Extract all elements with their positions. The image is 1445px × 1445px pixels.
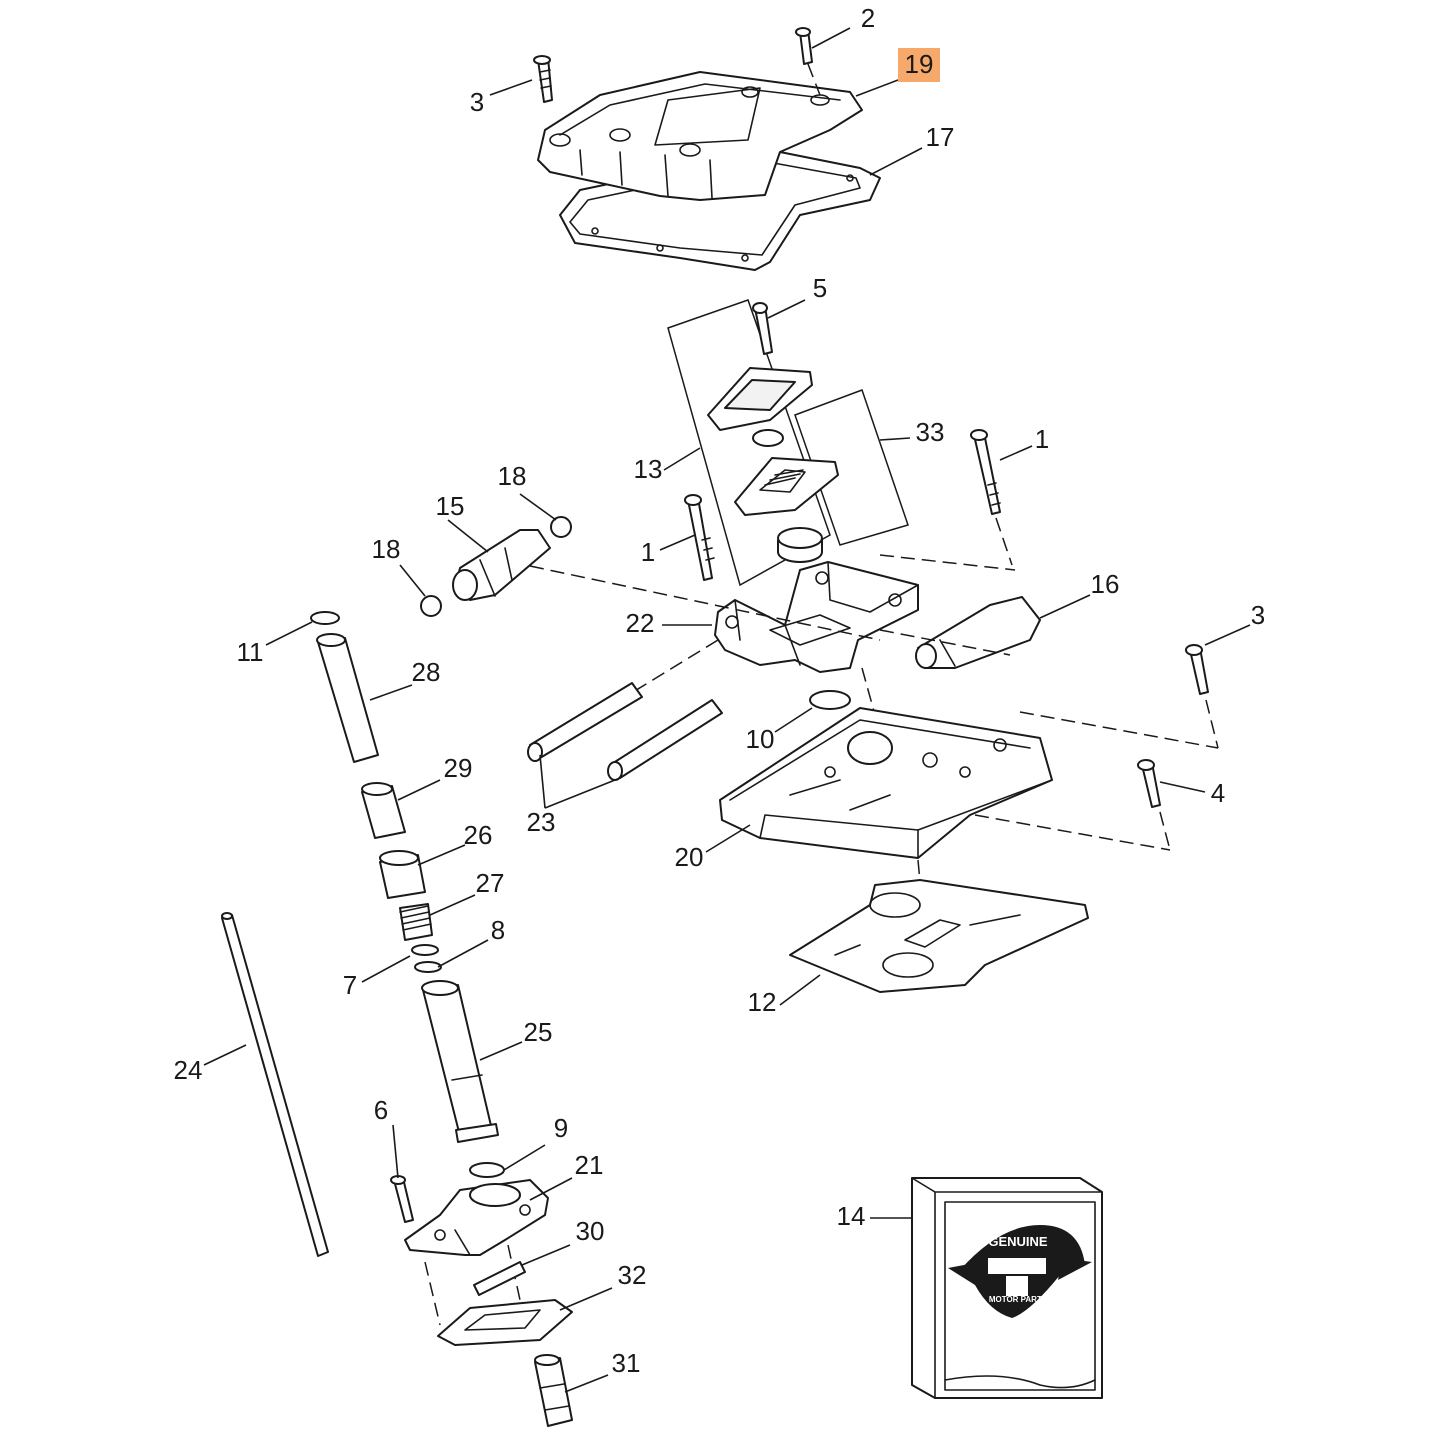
callout-8[interactable]: 8: [491, 915, 505, 945]
callout-7[interactable]: 7: [343, 970, 357, 1000]
callout-3-top[interactable]: 3: [470, 87, 484, 117]
part-33-breather-baffle[interactable]: [734, 457, 839, 516]
callout-32[interactable]: 32: [618, 1260, 647, 1290]
part-3-bolt-right[interactable]: [1185, 644, 1209, 695]
callout-33[interactable]: 33: [916, 417, 945, 447]
callout-26[interactable]: 26: [464, 820, 493, 850]
part-18-bushing-left[interactable]: [420, 595, 442, 617]
callout-30[interactable]: 30: [576, 1216, 605, 1246]
part-23-shaft-right[interactable]: [607, 699, 723, 781]
part-14-kit-box[interactable]: GENUINE MOTOR PARTS: [911, 1177, 1103, 1399]
callout-12[interactable]: 12: [748, 987, 777, 1017]
callout-22[interactable]: 22: [626, 608, 655, 638]
part-6-bolt[interactable]: [390, 1175, 414, 1223]
part-1-bolt-right[interactable]: [970, 429, 1001, 515]
callout-17[interactable]: 17: [926, 122, 955, 152]
part-28-pushrod-tube-upper[interactable]: [316, 633, 379, 763]
callout-20[interactable]: 20: [675, 842, 704, 872]
part-31-tappet[interactable]: [534, 1354, 573, 1427]
callout-4[interactable]: 4: [1211, 778, 1225, 808]
callout-25[interactable]: 25: [524, 1017, 553, 1047]
callout-1-right[interactable]: 1: [1035, 424, 1049, 454]
callout-labels: 19 2 3 17 5 33 13 1 1 18 15 18 16 3 22 1…: [174, 3, 1266, 1378]
part-10-oring[interactable]: [809, 690, 851, 710]
callout-15[interactable]: 15: [436, 491, 465, 521]
part-11-oring[interactable]: [310, 611, 340, 625]
leader-lines: [203, 27, 1251, 1393]
part-8-oring[interactable]: [414, 961, 442, 973]
callout-19[interactable]: 19: [905, 49, 934, 79]
part-12-gasket[interactable]: [789, 879, 1089, 993]
logo-bottom-text: MOTOR PARTS: [989, 1295, 1048, 1304]
part-13-breather-cover[interactable]: [707, 367, 813, 431]
part-3-bolt-top[interactable]: [533, 55, 553, 103]
callout-21[interactable]: 21: [575, 1150, 604, 1180]
part-16-rocker-arm-rear[interactable]: [915, 596, 1041, 669]
group-13-outline: [667, 299, 831, 587]
part-27-spring[interactable]: [399, 903, 433, 941]
part-5-bolt[interactable]: [752, 302, 773, 355]
callout-6[interactable]: 6: [374, 1095, 388, 1125]
callout-14[interactable]: 14: [837, 1201, 866, 1231]
callout-24[interactable]: 24: [174, 1055, 203, 1085]
callout-13[interactable]: 13: [634, 454, 663, 484]
part-22-rocker-support[interactable]: [714, 561, 919, 673]
part-33-filter[interactable]: [777, 527, 823, 563]
part-30-pin[interactable]: [473, 1261, 526, 1296]
part-18-bushing-right[interactable]: [550, 516, 572, 538]
callout-31[interactable]: 31: [612, 1348, 641, 1378]
callout-29[interactable]: 29: [444, 753, 473, 783]
callout-27[interactable]: 27: [476, 868, 505, 898]
callout-1-center[interactable]: 1: [641, 537, 655, 567]
callout-11[interactable]: 11: [237, 637, 264, 667]
callout-3-right[interactable]: 3: [1251, 600, 1265, 630]
part-20-rocker-housing[interactable]: [719, 707, 1053, 859]
callout-18-left[interactable]: 18: [372, 534, 401, 564]
part-25-pushrod-tube-lower[interactable]: [421, 980, 499, 1143]
part-7-oring[interactable]: [411, 944, 439, 956]
part-15-rocker-arm-front[interactable]: [452, 529, 551, 601]
genuine-motor-parts-logo: GENUINE MOTOR PARTS: [948, 1225, 1092, 1318]
part-9-oring[interactable]: [469, 1162, 505, 1178]
part-4-bolt[interactable]: [1137, 759, 1161, 808]
callout-10[interactable]: 10: [746, 724, 775, 754]
callout-18-top[interactable]: 18: [498, 461, 527, 491]
callout-28[interactable]: 28: [412, 657, 441, 687]
highlight-badge-19: [898, 48, 940, 82]
part-13-oring[interactable]: [752, 429, 784, 447]
callout-16[interactable]: 16: [1091, 569, 1120, 599]
callout-5[interactable]: 5: [813, 273, 827, 303]
part-29-tube-seal[interactable]: [361, 782, 406, 839]
part-32-gasket[interactable]: [437, 1299, 573, 1346]
part-26-spring-cap[interactable]: [379, 850, 426, 899]
callout-2[interactable]: 2: [861, 3, 875, 33]
part-2-bolt[interactable]: [795, 27, 813, 65]
group-33-outline: [794, 389, 909, 546]
logo-top-text: GENUINE: [988, 1234, 1048, 1249]
part-19-rocker-cover[interactable]: [537, 71, 863, 201]
part-24-pushrod[interactable]: [221, 912, 329, 1257]
part-23-shaft-left[interactable]: [527, 682, 643, 762]
part-1-bolt-center[interactable]: [684, 494, 715, 581]
callout-23[interactable]: 23: [527, 807, 556, 837]
callout-9[interactable]: 9: [554, 1113, 568, 1143]
part-21-tappet-cover[interactable]: [404, 1179, 549, 1256]
